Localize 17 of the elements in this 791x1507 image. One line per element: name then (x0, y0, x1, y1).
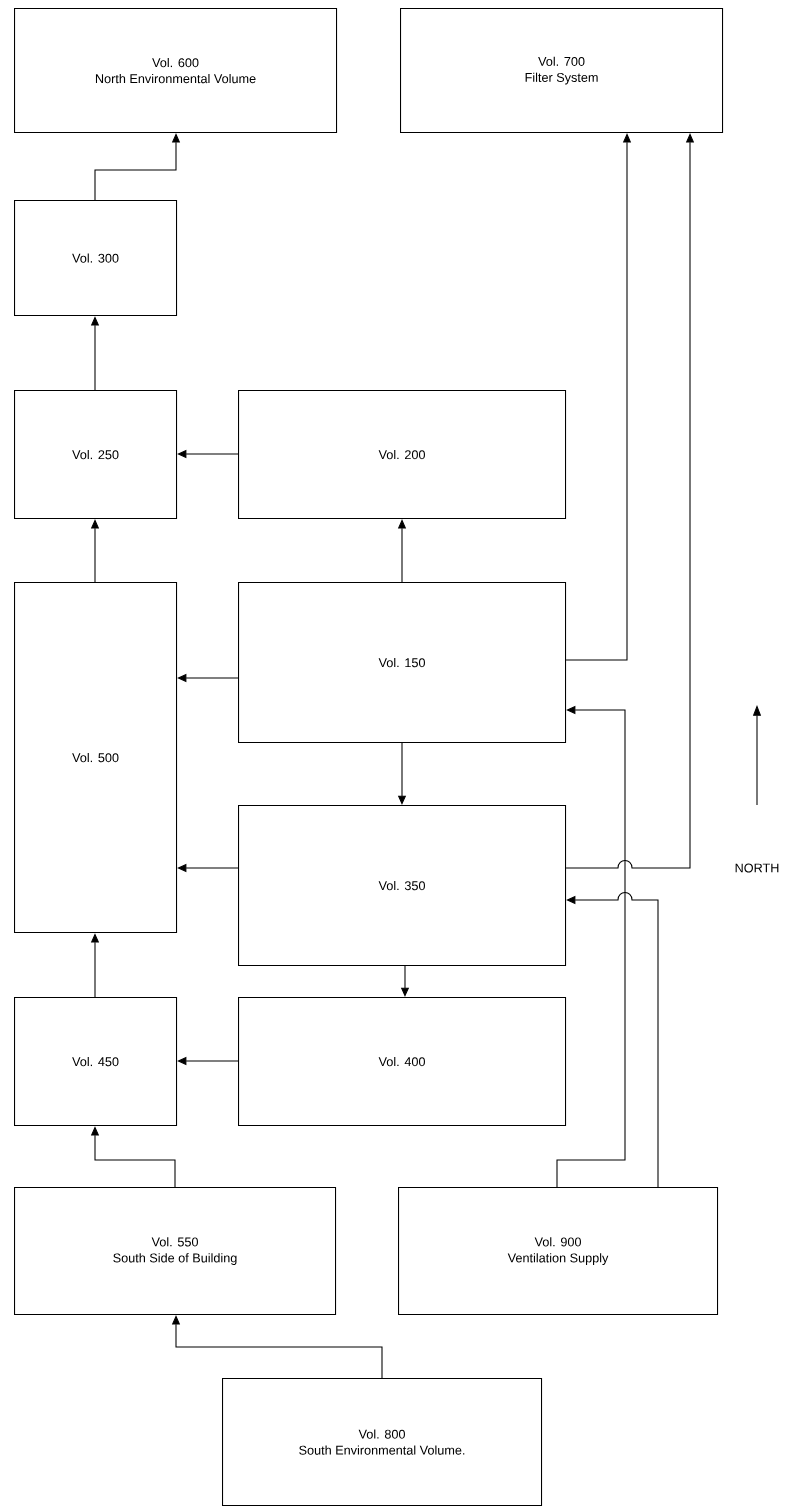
volume-box: Vol. 800 South Environmental Volume. (222, 1378, 543, 1507)
volume-box: Vol. 600 North Environmental Volume (14, 8, 338, 134)
arrow (566, 891, 659, 1188)
volume-box: Vol. 550 South Side of Building (14, 1187, 337, 1316)
volume-box: Vol. 900 Ventilation Supply (398, 1187, 719, 1316)
arrow (171, 1315, 383, 1379)
volume-box: Vol. 500 (14, 582, 178, 934)
volume-box: Vol. 150 (238, 582, 567, 744)
volume-box: Vol. 350 (238, 805, 567, 967)
compass-label: NORTH (735, 863, 779, 873)
volume-box: Vol. 450 (14, 997, 178, 1127)
volume-box: Vol. 250 (14, 390, 178, 520)
arrow (90, 1126, 176, 1188)
volume-box: Vol. 300 (14, 200, 178, 317)
volume-box: Vol. 200 (238, 390, 567, 520)
volume-box: Vol. 700 Filter System (400, 8, 724, 134)
volume-box: Vol. 400 (238, 997, 567, 1127)
